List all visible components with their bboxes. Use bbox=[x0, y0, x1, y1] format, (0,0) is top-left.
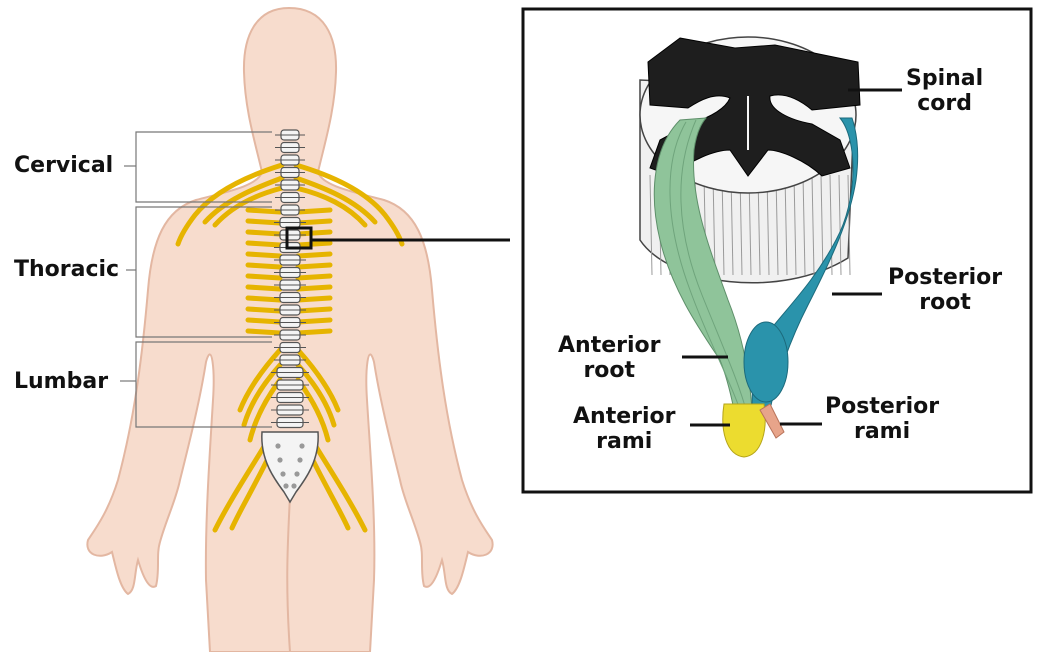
thoracic-nerve-left bbox=[248, 276, 280, 278]
sacral-foramen bbox=[294, 471, 299, 476]
thoracic-nerve-right bbox=[298, 298, 330, 300]
sacral-foramen bbox=[297, 457, 302, 462]
label-cervical: Cervical bbox=[14, 153, 113, 178]
label-thoracic: Thoracic bbox=[14, 257, 119, 282]
sacral-foramen bbox=[280, 471, 285, 476]
label-anterior-rami-line2: rami bbox=[573, 429, 675, 454]
sacral-foramen bbox=[291, 483, 296, 488]
thoracic-nerve-right bbox=[298, 276, 330, 278]
thoracic-nerve-left bbox=[248, 287, 280, 289]
label-posterior-rami: Posterior rami bbox=[825, 394, 939, 444]
sacral-foramen bbox=[275, 443, 280, 448]
sacral-foramen bbox=[277, 457, 282, 462]
thoracic-nerve-right bbox=[298, 265, 330, 267]
thoracic-nerve-left bbox=[248, 298, 280, 300]
dorsal-root-ganglion bbox=[744, 322, 788, 402]
label-anterior-root-line1: Anterior bbox=[558, 333, 660, 358]
thoracic-nerve-left bbox=[248, 331, 280, 333]
thoracic-nerve-right bbox=[298, 331, 330, 333]
label-posterior-rami-line2: rami bbox=[825, 419, 939, 444]
label-anterior-rami: Anterior rami bbox=[573, 404, 675, 454]
thoracic-nerve-left bbox=[248, 232, 280, 234]
label-spinal-cord-line2: cord bbox=[906, 91, 983, 116]
thoracic-nerve-right bbox=[298, 320, 330, 322]
thoracic-nerve-left bbox=[248, 254, 280, 256]
label-spinal-cord-line1: Spinal bbox=[906, 66, 983, 91]
label-spinal-cord: Spinal cord bbox=[906, 66, 983, 116]
label-posterior-root-line1: Posterior bbox=[888, 265, 1002, 290]
label-posterior-rami-line1: Posterior bbox=[825, 394, 939, 419]
thoracic-nerve-right bbox=[298, 232, 330, 234]
label-anterior-root: Anterior root bbox=[558, 333, 660, 383]
thoracic-nerve-right bbox=[298, 243, 330, 245]
label-posterior-root-line2: root bbox=[888, 290, 1002, 315]
thoracic-nerve-left bbox=[248, 265, 280, 267]
thoracic-nerve-left bbox=[248, 243, 280, 245]
label-lumbar: Lumbar bbox=[14, 369, 108, 394]
label-anterior-root-line2: root bbox=[558, 358, 660, 383]
thoracic-nerve-left bbox=[248, 320, 280, 322]
label-anterior-rami-line1: Anterior bbox=[573, 404, 675, 429]
label-posterior-root: Posterior root bbox=[888, 265, 1002, 315]
thoracic-nerve-right bbox=[298, 287, 330, 289]
sacral-foramen bbox=[299, 443, 304, 448]
thoracic-nerve-right bbox=[298, 254, 330, 256]
sacral-foramen bbox=[283, 483, 288, 488]
